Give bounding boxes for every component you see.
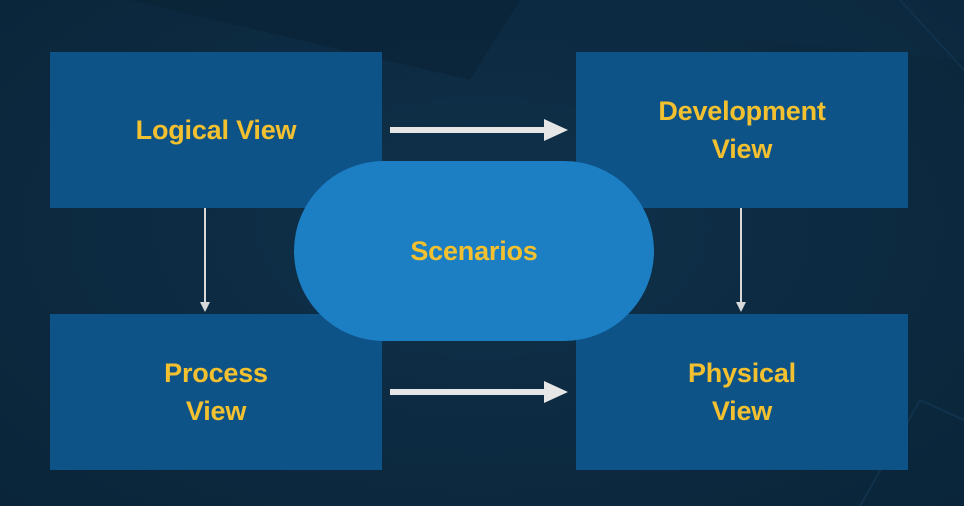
logical-view-label: Logical View [135,115,297,145]
arrow-logical-to-process [200,208,210,312]
arrow-development-to-physical [736,208,746,312]
process-view-label: Process View [164,358,268,426]
logical-view-box[interactable]: Logical View [50,52,382,208]
arrow-logical-to-development [390,119,568,141]
physical-view-label: Physical View [688,358,796,426]
development-view-box[interactable]: Development View [576,52,908,208]
development-view-label: Development View [658,96,826,164]
physical-view-box[interactable]: Physical View [576,314,908,470]
arrow-process-to-physical [390,381,568,403]
process-view-box[interactable]: Process View [50,314,382,470]
scenarios-node[interactable]: Scenarios [294,161,654,341]
scenarios-label: Scenarios [410,235,538,266]
